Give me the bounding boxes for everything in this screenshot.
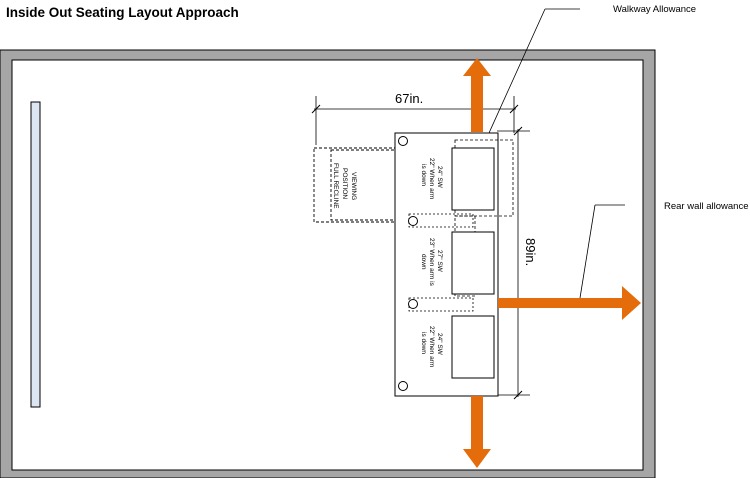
page-title: Inside Out Seating Layout Approach <box>6 5 239 20</box>
viewing-position-line2: POSITION <box>341 168 348 199</box>
cup-holder-icon <box>398 136 408 146</box>
svg-text:24" SW: 24" SW <box>436 166 443 189</box>
viewing-position-recline-inner <box>330 149 398 221</box>
seat-label-3: 24" SW 22" When arm is down <box>420 326 443 367</box>
projection-screen <box>30 101 41 408</box>
seat-cushion-3 <box>451 315 495 379</box>
rear-wall-leader-line <box>579 204 596 299</box>
room-walls <box>0 49 656 478</box>
rear-wall-arrow <box>498 286 641 320</box>
svg-text:is down: is down <box>420 332 427 354</box>
arm-divider-2 <box>408 297 474 312</box>
rear-wall-label: Rear wall allowance <box>664 201 748 212</box>
svg-text:down: down <box>420 254 427 270</box>
seat-cushion-1 <box>451 147 495 211</box>
viewing-position-line1: VIEWING <box>350 172 357 200</box>
svg-text:22" When arm: 22" When arm <box>428 158 435 199</box>
seat-label-2: 27" SW 23" When arm is down <box>420 238 443 287</box>
walkway-label: Walkway Allowance <box>613 4 696 15</box>
width-dimension: 67in. <box>311 91 519 145</box>
walkway-arrow-up <box>463 58 491 132</box>
svg-text:is down: is down <box>420 164 427 186</box>
svg-text:27" SW: 27" SW <box>436 250 443 273</box>
cup-holder-icon <box>408 216 418 226</box>
walkway-arrow-down <box>463 396 491 468</box>
depth-dimension-label: 89in. <box>523 238 538 266</box>
depth-dimension: 89in. <box>497 126 538 400</box>
svg-text:22" When arm: 22" When arm <box>428 326 435 367</box>
walkway-leader-line <box>488 8 546 134</box>
svg-text:23" When arm is: 23" When arm is <box>428 238 435 287</box>
seat-label-1: 24" SW 22" When arm is down <box>420 158 443 199</box>
arm-divider-1 <box>408 213 474 228</box>
cup-holder-icon <box>408 299 418 309</box>
cup-holder-icon <box>398 381 408 391</box>
svg-text:24" SW: 24" SW <box>436 333 443 356</box>
viewing-position-line3: FULL RECLINE <box>332 163 339 209</box>
width-dimension-label: 67in. <box>395 91 423 106</box>
seat-cushion-2 <box>451 231 495 295</box>
